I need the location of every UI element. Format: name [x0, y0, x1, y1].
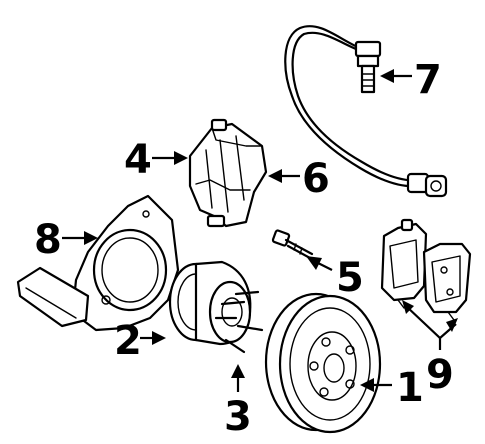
brake-rotor-part [264, 292, 382, 434]
callout-leader-6 [268, 169, 300, 183]
brake-hose-part [284, 25, 448, 198]
callout-number-2: 2 [114, 318, 142, 364]
callout-number-5: 5 [336, 255, 364, 301]
callout-leader-2 [140, 331, 166, 345]
brake-caliper-part [188, 118, 268, 228]
callout-number-6: 6 [302, 156, 330, 202]
callout-number-1: 1 [396, 365, 424, 411]
callout-leader-1 [360, 378, 392, 392]
callout-number-9: 9 [426, 352, 454, 398]
callout-leader-9 [402, 300, 458, 350]
callout-number-8: 8 [34, 217, 62, 263]
callout-leader-8 [62, 231, 98, 245]
caliper-bolt-part [271, 229, 314, 260]
callout-number-3: 3 [224, 394, 252, 440]
callout-number-4: 4 [124, 137, 152, 183]
callout-leader-3 [231, 364, 245, 392]
hub-bearing-part [168, 260, 264, 354]
callout-leader-4 [152, 151, 188, 165]
callout-leader-5 [306, 256, 333, 271]
callout-number-7: 7 [414, 57, 442, 103]
callout-leader-7 [380, 69, 412, 83]
brake-pads-part [380, 218, 472, 321]
splash-shield-part [16, 194, 180, 332]
